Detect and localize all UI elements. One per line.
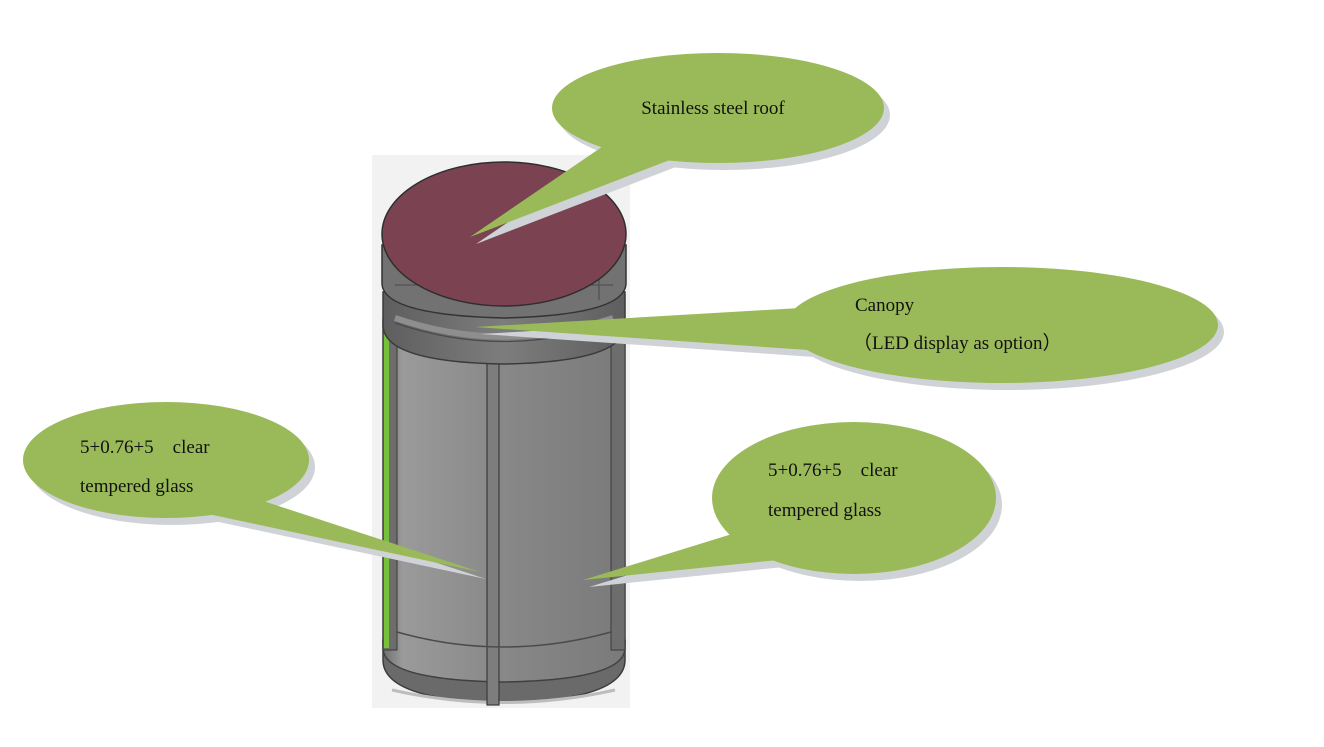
callout-canopy: Canopy （LED display as option） (475, 267, 1224, 390)
callout-glass-left: 5+0.76+5 clear tempered glass (23, 402, 486, 579)
callout-canopy-title: Canopy (855, 295, 915, 316)
callout-canopy-subtitle: （LED display as option） (853, 332, 1061, 354)
booth-model (372, 155, 630, 708)
callout-glass-right-bubble (583, 422, 996, 580)
callout-roof: Stainless steel roof (470, 53, 890, 244)
callout-glass-right-line1: 5+0.76+5 clear (768, 460, 898, 481)
callout-glass-left-line2: tempered glass (80, 476, 193, 497)
callout-roof-label: Stainless steel roof (641, 98, 785, 119)
callout-glass-right-line2: tempered glass (768, 500, 881, 521)
callout-glass-left-bubble (23, 402, 480, 572)
right-frame-post (610, 319, 626, 651)
callout-roof-bubble (470, 53, 884, 237)
callout-glass-right: 5+0.76+5 clear tempered glass (583, 422, 1002, 587)
door-post (486, 359, 500, 706)
glass-enclosure (382, 318, 626, 706)
callout-canopy-bubble (475, 267, 1218, 383)
green-accent-strip (384, 318, 389, 648)
callout-glass-left-line1: 5+0.76+5 clear (80, 437, 210, 458)
